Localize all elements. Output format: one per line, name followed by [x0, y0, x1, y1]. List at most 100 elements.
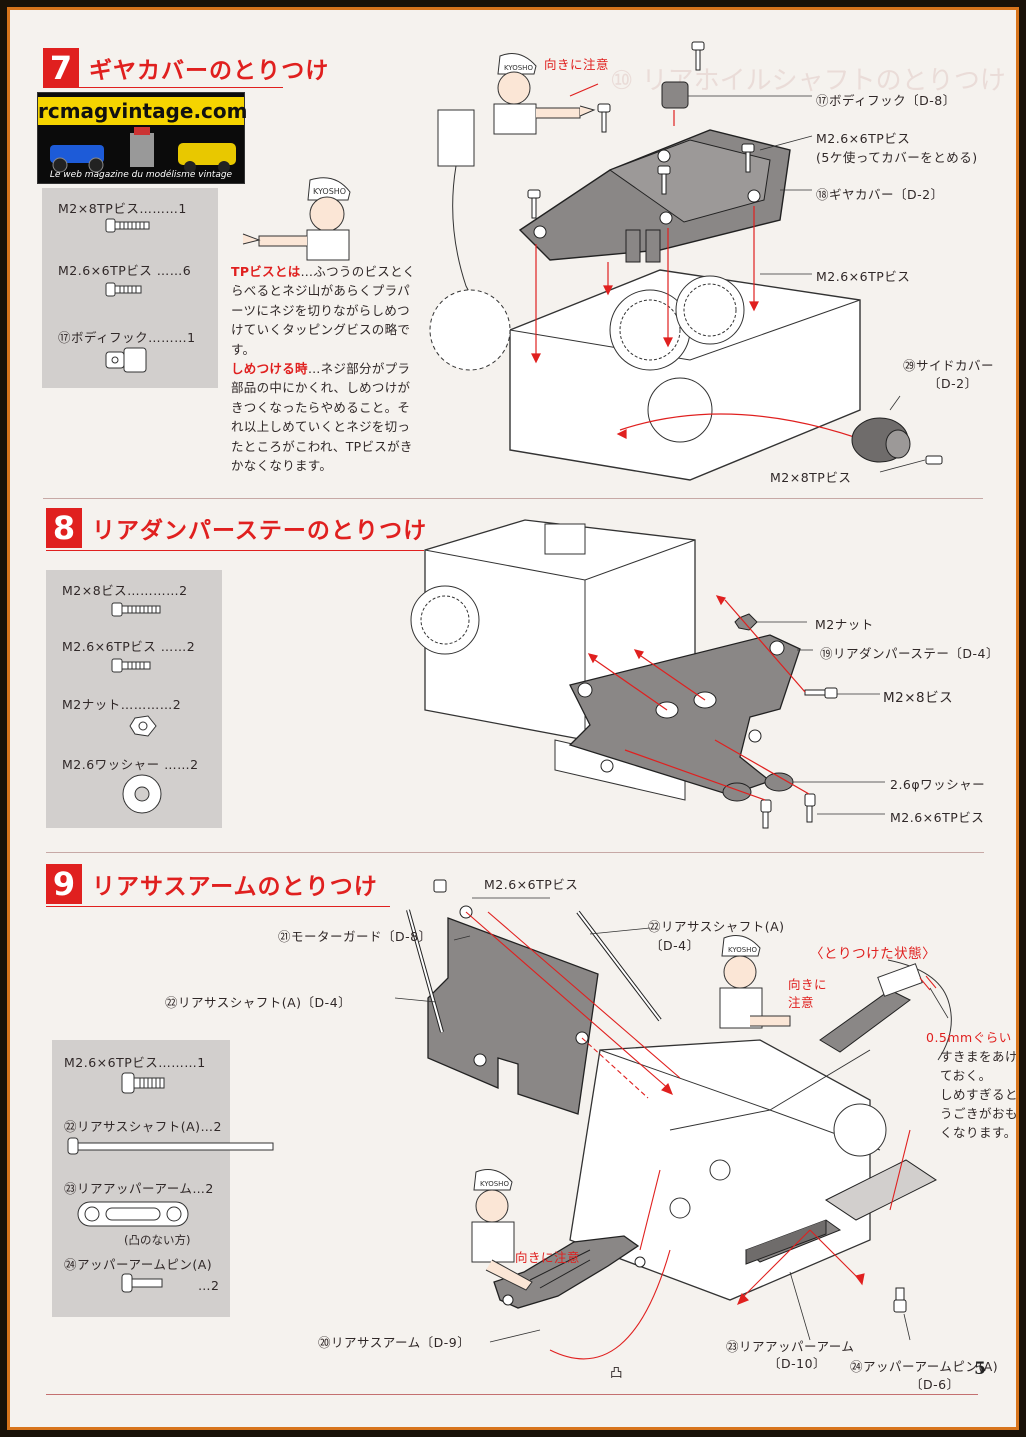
part-label: ㉓リアアッパーアーム…2	[64, 1181, 214, 1196]
svg-text:KYOSHO: KYOSHO	[480, 1180, 509, 1188]
tp-screw-note: TPビスとは…ふつうのビスとくらべるとネジ山があらくプラパーツにネジを切りながら…	[231, 262, 416, 475]
nut-icon	[129, 715, 157, 737]
body-hook-callout: ⑰ボディフック〔D-8〕	[816, 93, 956, 108]
step-7-underline	[43, 87, 283, 88]
note-heading: TPビスとは	[231, 264, 301, 279]
gap-note-line: うごきがおも	[940, 1106, 1019, 1121]
washer-callout: 2.6φワッシャー	[890, 777, 986, 792]
side-cover-callout: ㉙サイドカバー	[903, 358, 995, 373]
step-9-title: リアサスアームのとりつけ	[92, 874, 378, 900]
upper-arm-icon	[77, 1201, 189, 1227]
sus-arm-callout: ⑳リアサスアーム〔D-9〕	[318, 1335, 471, 1350]
screw-icon	[121, 1072, 165, 1094]
logo-car-icon	[50, 127, 236, 173]
upper-arm-ref: 〔D-10〕	[768, 1356, 827, 1371]
gap-note-line: すきまをあけ	[940, 1049, 1019, 1064]
screw-icon	[105, 218, 150, 233]
part-label: ⑰ボディフック………1	[58, 330, 196, 345]
part-label: ㉔アッパーアームピン(A)	[64, 1257, 213, 1272]
step-8-parts-panel: M2×8ビス…………2 M2.6×6TPビス ……2 M2ナット…………2 M2…	[46, 570, 222, 828]
step-7-header: 7 ギヤカバーのとりつけ	[43, 48, 329, 88]
manual-page: ⑩ リアホイルシャフトのとりつけ rcmagvintage.com Le web…	[7, 7, 1019, 1430]
damper-stay-callout: ⑲リアダンパーステー〔D-4〕	[820, 646, 999, 661]
part-label: M2×8ビス…………2	[62, 583, 188, 598]
part-label: M2×8TPビス………1	[58, 201, 187, 216]
mascot-boy-icon: KYOSHO	[719, 935, 791, 1029]
section-divider	[46, 852, 984, 853]
part-label: ㉒リアサスシャフト(A)…2	[64, 1119, 223, 1134]
step-7-parts-panel: M2×8TPビス………1 M2.6×6TPビス ……6 ⑰ボディフック………1	[42, 188, 218, 388]
watermark-site: rcmagvintage.com	[38, 97, 248, 125]
watermark-logo: rcmagvintage.com Le web magazine du modé…	[37, 92, 248, 184]
gap-note-line: くなります。	[940, 1125, 1017, 1140]
motor-guard-callout: ㉑モーターガード〔D-8〕	[278, 929, 432, 944]
shaft-icon	[67, 1137, 274, 1155]
tp-screw-callout: M2.6×6TPビス	[890, 810, 985, 825]
note-heading: しめつける時	[231, 361, 308, 377]
part-label: M2.6×6TPビス………1	[64, 1055, 206, 1070]
arm-pin-callout: ㉔アッパーアームピン(A)	[850, 1359, 999, 1374]
page-number: 5	[974, 1359, 986, 1379]
step-8-underline	[46, 550, 424, 551]
screw-icon	[111, 602, 161, 617]
screw-icon	[105, 282, 142, 297]
gap-note-line: しめすぎると	[940, 1087, 1019, 1102]
part-label: M2.6×6TPビス ……6	[58, 263, 192, 278]
part-count: …2	[198, 1278, 220, 1293]
gap-note-line: 0.5mmぐらい	[926, 1030, 1012, 1045]
step-8-title: リアダンパーステーのとりつけ	[92, 518, 428, 544]
upper-arm-callout: ㉓リアアッパーアーム	[726, 1339, 855, 1354]
svg-text:KYOSHO: KYOSHO	[728, 946, 757, 954]
shaft-callout: ㉒リアサスシャフト(A)	[648, 919, 785, 934]
watermark-tagline: Le web magazine du modélisme vintage	[49, 170, 233, 180]
note-body: …ネジ部分がプラ部品の中にかくれ、しめつけがきつくなったらやめること。それ以上し…	[231, 361, 413, 474]
mascot-boy-icon: KYOSHO	[242, 177, 351, 261]
step-9-number: 9	[46, 864, 82, 904]
rear-sus-arm-assembly-diagram	[394, 879, 937, 1360]
step-8-header: 8 リアダンパーステーのとりつけ	[46, 508, 427, 548]
installed-state-inset	[819, 959, 952, 1061]
part-label: M2.6ワッシャー ……2	[62, 757, 199, 772]
side-cover-ref: 〔D-2〕	[928, 376, 978, 391]
screws-callout: M2.6×6TPビス	[816, 269, 911, 284]
arm-pin-ref: 〔D-6〕	[910, 1377, 960, 1392]
tp-screw-callout: M2.6×6TPビス	[484, 877, 579, 892]
gap-note-line: ておく。	[940, 1068, 992, 1083]
note-body: …ふつうのビスとくらべるとネジ山があらくプラパーツにネジを切りながらしめつけてい…	[231, 264, 416, 357]
caution-label: 向きに注意	[515, 1250, 581, 1265]
nut-callout: M2ナット	[815, 617, 874, 632]
part-note: (凸のない方)	[124, 1233, 191, 1247]
damper-stay-assembly-diagram	[410, 519, 885, 829]
body-hook-icon	[105, 347, 147, 373]
mascot-boy-icon: KYOSHO	[471, 1169, 533, 1291]
part-label: M2.6×6TPビス ……2	[62, 639, 196, 654]
m2-screw-callout: M2×8TPビス	[770, 470, 852, 485]
convex-mark: 凸	[610, 1365, 624, 1380]
shaft-callout: ㉒リアサスシャフト(A)〔D-4〕	[165, 995, 352, 1010]
screw-icon	[111, 658, 151, 673]
installed-state-label: 〈とりつけた状態〉	[810, 946, 937, 962]
arm-pin-icon	[121, 1273, 163, 1293]
caution-label: 注意	[788, 995, 815, 1010]
step-8-number: 8	[46, 508, 82, 548]
gear-cover-callout: ⑱ギヤカバー〔D-2〕	[816, 187, 944, 202]
screws-callout-note: (5ケ使ってカバーをとめる)	[816, 150, 978, 165]
screws-callout: M2.6×6TPビス	[816, 131, 911, 146]
washer-icon	[122, 774, 162, 814]
caution-label: 向きに注意	[544, 57, 610, 72]
mascot-boy-icon: KYOSHO	[493, 53, 596, 135]
gear-cover-assembly-diagram	[429, 41, 943, 481]
step-7-number: 7	[43, 48, 79, 88]
m2-screw-callout: M2×8ビス	[883, 690, 954, 706]
step-7-title: ギヤカバーのとりつけ	[89, 58, 330, 84]
shaft-callout-ref: 〔D-4〕	[650, 938, 700, 953]
svg-text:KYOSHO: KYOSHO	[504, 64, 533, 72]
step-9-header: 9 リアサスアームのとりつけ	[46, 864, 378, 904]
part-label: M2ナット…………2	[62, 697, 182, 712]
caution-label: 向きに	[788, 977, 828, 992]
footer-rule	[46, 1394, 978, 1395]
section-divider	[43, 498, 983, 499]
step-9-underline	[46, 906, 390, 907]
svg-text:KYOSHO: KYOSHO	[313, 187, 346, 196]
step-9-parts-panel: M2.6×6TPビス………1 ㉒リアサスシャフト(A)…2 ㉓リアアッパーアーム…	[52, 1040, 274, 1317]
